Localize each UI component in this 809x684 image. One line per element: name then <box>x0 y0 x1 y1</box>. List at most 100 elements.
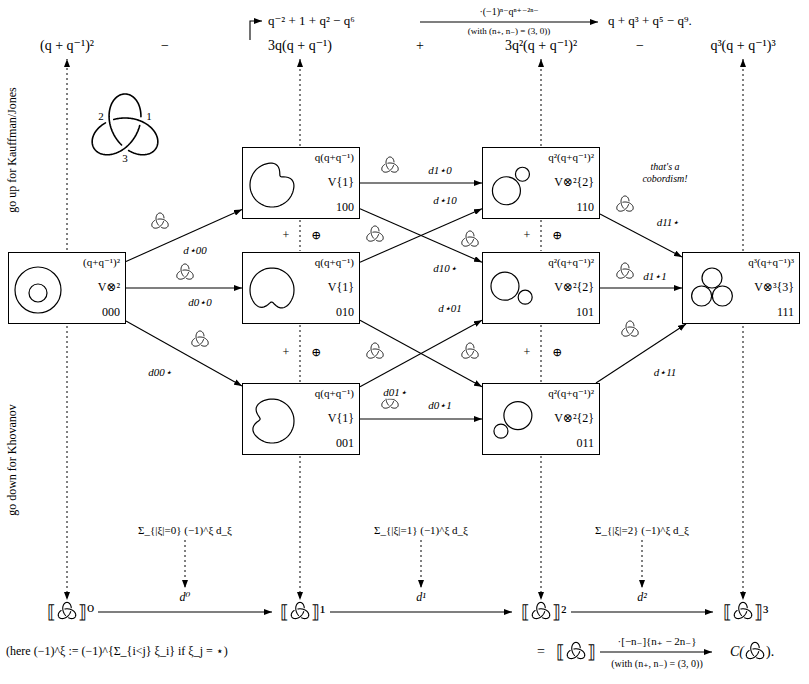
smoothing-icon <box>382 157 398 172</box>
text-label: d⁰ <box>180 591 191 605</box>
guide-line <box>743 326 744 600</box>
solid-arrows <box>98 21 713 652</box>
text-label: q⁻² + 1 + q² − q⁶ <box>268 14 355 29</box>
text-label: (with (n₊, n₋) = (3, 0)) <box>611 658 702 670</box>
differential-arrow <box>360 320 482 387</box>
text-label: (here (−1)^ξ := (−1)^{Σ_{i<j} ξ_i} if ξ_… <box>6 645 228 659</box>
state-box: q²(q+q⁻¹)²V⊗²{2}011 <box>482 383 600 455</box>
guide-line <box>67 59 68 250</box>
dotted-lines <box>67 59 743 600</box>
text-label: ⟧⁰ <box>78 602 94 623</box>
text-label: ⟧¹ <box>311 602 325 623</box>
state-box: q²(q+q⁻¹)²V⊗²{2}110 <box>482 147 600 219</box>
guide-line <box>421 540 422 588</box>
smoothing-loop <box>29 284 47 302</box>
drawn-path <box>250 21 262 40</box>
text-label: 1 <box>146 110 152 123</box>
guide-line <box>541 325 542 382</box>
vertex-code: 011 <box>576 437 594 451</box>
smoothing-loop <box>250 268 294 308</box>
text-label: 3q(q + q⁻¹) <box>268 38 332 54</box>
vertex-code: 101 <box>576 306 594 320</box>
edge-label: d1⋆0 <box>426 164 454 177</box>
smoothing-pictures <box>15 163 732 443</box>
differential-arrow <box>360 182 482 183</box>
trefoil-icon <box>734 602 752 618</box>
state-box: q(q+q⁻¹)V{1}100 <box>242 147 360 219</box>
text-label: ⊕ <box>552 346 562 360</box>
smoothing-icon <box>462 343 478 358</box>
text-label: Σ_{|ξ|=0} (−1)^ξ d_ξ <box>138 524 232 537</box>
vertex-code: 001 <box>336 437 354 451</box>
differential-arrow <box>600 287 682 288</box>
state-box: (q+q⁻¹)²V⊗²000 <box>8 252 126 324</box>
differential-arrow <box>126 321 242 386</box>
trefoil-knot <box>92 94 158 155</box>
edge-label: d0⋆1 <box>426 399 454 412</box>
smoothing-loop <box>250 163 294 207</box>
text-label: 3 <box>122 151 128 164</box>
edge-label: d00⋆ <box>146 366 174 379</box>
guide-line <box>67 326 68 600</box>
guide-line <box>300 325 301 382</box>
text-label: ⊕ <box>311 346 321 360</box>
smoothing-icon <box>462 231 478 246</box>
text-label: ⟦ <box>280 602 289 623</box>
vector-space: V{1} <box>328 412 354 426</box>
smoothing-loop <box>712 286 732 306</box>
guide-line <box>300 59 301 146</box>
smoothing-loop <box>515 167 529 181</box>
text-label: go down for Khovanov <box>6 404 20 516</box>
smoothing-loop <box>253 399 294 443</box>
guide-line <box>541 220 542 251</box>
smoothing-icon <box>622 321 638 336</box>
knot-pictures <box>58 94 764 659</box>
edge-label: d0⋆0 <box>186 296 214 309</box>
guide-line <box>541 456 542 600</box>
text-label: ⊕ <box>552 229 562 243</box>
state-box: q²(q+q⁻¹)²V⊗²{2}101 <box>482 252 600 324</box>
trefoil-icon <box>746 642 764 658</box>
smoothing-icon <box>617 263 633 278</box>
edge-label: d⋆10 <box>431 194 459 207</box>
smoothing-loop <box>15 267 61 313</box>
q-polynomial: (q+q⁻¹)² <box>83 256 120 269</box>
edge-label: d01⋆ <box>381 386 409 399</box>
smoothing-icon <box>617 196 633 211</box>
differential-arrow <box>596 324 686 383</box>
text-label: ⟧ <box>587 642 596 663</box>
guide-line <box>642 540 643 588</box>
text-label: = <box>537 644 545 660</box>
q-polynomial: q³(q+q⁻¹)³ <box>748 256 794 269</box>
edge-label: d10⋆ <box>431 262 459 275</box>
text-label: + <box>416 38 424 54</box>
vector-space: V⊗²{2} <box>554 412 594 426</box>
text-label: ·[−n₋]{n₊ − 2n₋} <box>618 635 697 648</box>
smoothing-icon <box>177 264 193 279</box>
smoothing-loop <box>491 272 519 300</box>
smoothing-icon <box>367 226 383 241</box>
text-label: ). <box>766 644 774 660</box>
text-label: 2 <box>98 110 104 123</box>
vertex-code: 111 <box>777 306 794 320</box>
guide-line <box>185 540 186 588</box>
vector-space: V{1} <box>328 281 354 295</box>
smoothing-loop <box>692 286 712 306</box>
q-polynomial: q(q+q⁻¹) <box>315 387 354 400</box>
state-box: q(q+q⁻¹) V{1} 001 <box>242 383 360 455</box>
text-label: − <box>161 38 169 54</box>
guide-line <box>600 651 712 652</box>
text-label: d¹ <box>416 591 426 605</box>
vertex-code: 100 <box>336 201 354 215</box>
text-label: ⟧² <box>552 602 566 623</box>
differential-arrow <box>360 320 482 387</box>
guide-line <box>743 59 744 251</box>
vertex-code: 010 <box>336 306 354 320</box>
trefoil-icon <box>291 602 309 618</box>
text-label: ·(−1)ⁿ⁻qⁿ⁺⁻²ⁿ⁻ <box>479 6 538 18</box>
q-polynomial: q(q+q⁻¹) <box>315 151 354 164</box>
